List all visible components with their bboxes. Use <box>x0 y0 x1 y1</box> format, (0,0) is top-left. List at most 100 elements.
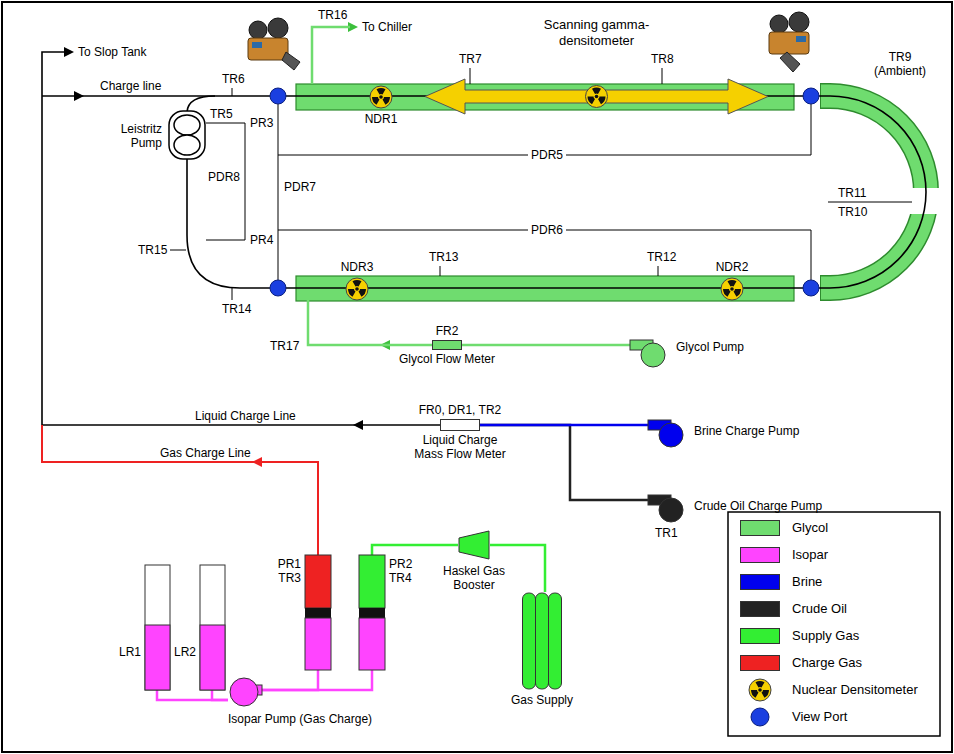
isopar-pump-shape <box>228 676 262 708</box>
nuclear-densitometer: NDR2 <box>720 277 744 301</box>
legend-text: Nuclear Densitometer <box>792 682 918 698</box>
legend-swatch <box>740 655 780 671</box>
node-label: Liquid Charge Mass Flow Meter <box>413 433 508 461</box>
instrument-label: TR6 <box>222 72 245 86</box>
glycol-pump: Glycol Pump <box>630 338 668 368</box>
flow-loop <box>42 52 926 425</box>
instrument-label: Liquid Charge Line <box>195 409 296 423</box>
glycol-supply-line <box>308 300 432 345</box>
node-label: Leistritz Pump <box>102 122 162 150</box>
gas-booster: Haskel Gas Booster <box>458 530 490 560</box>
node-label: Isopar Pump (Gas Charge) <box>228 712 372 726</box>
node-label: FR0, DR1, TR2 <box>419 403 501 417</box>
instrument-label: PDR5 <box>528 148 566 162</box>
view-port-symbol <box>751 708 769 726</box>
instrument-label: PDR6 <box>528 223 566 237</box>
isopar-tank: LR1 <box>145 565 170 690</box>
node-label: NDR3 <box>341 260 374 274</box>
legend-swatch <box>740 574 780 590</box>
scanning-densitometer: Scanning gamma-densitometer <box>425 79 768 114</box>
brine-pump: Brine Charge Pump <box>648 418 686 448</box>
instrument-label: TR5 <box>210 107 233 121</box>
pipe-connector <box>480 424 648 427</box>
node-label: Gas Supply <box>511 693 573 707</box>
legend-text: Brine <box>792 574 822 590</box>
video-camera <box>769 12 809 72</box>
node-label: LR1 <box>119 645 141 659</box>
pipe-connector <box>157 690 228 700</box>
glycol-jacket <box>296 84 946 301</box>
brine-pump-shape <box>648 418 686 448</box>
isopar-tank-shape <box>145 565 170 690</box>
instrument-label: TR1 <box>655 526 678 540</box>
flow-meter: FR2Glycol Flow Meter <box>432 340 462 350</box>
supply-cylinder: PR2 TR4 <box>359 555 385 670</box>
isopar-tank-shape <box>200 565 225 690</box>
legend-text: View Port <box>792 709 847 725</box>
scanning-densitometer-shape <box>425 79 768 114</box>
pipe-connector <box>262 670 372 690</box>
legend-text: Crude Oil <box>792 601 847 617</box>
view-ports <box>270 88 819 296</box>
legend-text: Glycol <box>792 520 828 536</box>
node-label: Haskel Gas Booster <box>439 564 509 592</box>
instrument-label: Charge line <box>100 79 161 93</box>
instrument-label: TR15 <box>138 243 167 257</box>
chiller-line <box>312 27 350 84</box>
screw-pump-shape <box>168 110 206 160</box>
nuclear-densitometer-shape <box>720 277 744 301</box>
isopar-tank: LR2 <box>200 565 225 690</box>
node-label: PR1 TR3 <box>273 557 301 585</box>
legend-text: Isopar <box>792 547 828 563</box>
instrument-label: TR7 <box>459 52 482 66</box>
legend-swatch <box>740 628 780 644</box>
instrument-label: PDR8 <box>208 170 240 184</box>
mass-flow-meter: FR0, DR1, TR2Liquid Charge Mass Flow Met… <box>440 419 480 431</box>
gas-booster-shape <box>458 530 490 560</box>
instrument-label: To Chiller <box>362 20 412 34</box>
node-label: Scanning gamma-densitometer <box>527 17 667 49</box>
node-label: PR2 TR4 <box>389 557 417 585</box>
instrument-label: TR17 <box>270 339 299 353</box>
gas-bottles-shape <box>522 592 562 690</box>
instrument-lines <box>170 68 912 300</box>
charge-cylinder-shape <box>305 555 331 670</box>
instrument-label: TR10 <box>838 205 867 219</box>
pipe-connector <box>212 690 228 700</box>
instrument-label: TR9 (Ambient) <box>870 50 930 78</box>
crude-pump-shape <box>648 493 686 523</box>
legend-text: Supply Gas <box>792 628 859 644</box>
nuclear-densitometer-shape <box>369 85 393 109</box>
instrument-label: TR11 <box>838 186 866 200</box>
instrument-label: PR3 <box>250 116 273 130</box>
legend-box <box>728 512 940 736</box>
nuclear-densitometer: NDR3 <box>345 277 369 301</box>
instrument-label: TR8 <box>651 52 674 66</box>
crude-pump: Crude Oil Charge Pump <box>648 493 686 523</box>
pipe-connector <box>262 670 318 690</box>
node-label: Glycol Flow Meter <box>399 352 495 366</box>
screw-pump: Leistritz Pump <box>168 110 206 160</box>
instrument-label: To Slop Tank <box>78 45 147 59</box>
instrument-label: TR12 <box>647 250 676 264</box>
charge-cylinder: PR1 TR3 <box>305 555 331 670</box>
supply-cylinder-shape <box>359 555 385 670</box>
node-label: NDR2 <box>716 260 749 274</box>
gas-charge-line <box>42 425 318 555</box>
legend-text: Charge Gas <box>792 655 862 671</box>
instrument-label: TR14 <box>222 302 251 316</box>
pipe-connector <box>462 344 630 347</box>
node-label: Glycol Pump <box>676 340 744 354</box>
node-label: Crude Oil Charge Pump <box>694 499 822 513</box>
instrument-label: PDR7 <box>284 180 316 194</box>
isopar-pump: Isopar Pump (Gas Charge) <box>228 676 262 708</box>
gas-bottles: Gas Supply <box>522 592 562 690</box>
legend-swatch <box>740 547 780 563</box>
legend-swatch <box>740 520 780 536</box>
nuclear-densitometer: NDR1 <box>369 85 393 109</box>
instrument-label: TR13 <box>429 250 458 264</box>
pipe-connector <box>372 545 458 555</box>
video-camera <box>248 18 300 70</box>
